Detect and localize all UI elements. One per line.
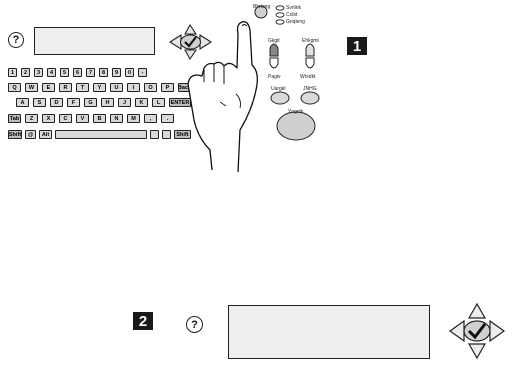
lcd-display bbox=[34, 27, 155, 55]
key[interactable]: S bbox=[33, 98, 46, 107]
key[interactable]: 9 bbox=[112, 68, 121, 77]
key[interactable]: 6 bbox=[73, 68, 82, 77]
key[interactable]: B bbox=[93, 114, 106, 123]
right-rocker-top-label: Ehkgml bbox=[302, 38, 319, 44]
right-rocker-bottom-label: Wrsdkt bbox=[300, 74, 315, 80]
key[interactable]: U bbox=[110, 83, 123, 92]
key[interactable]: M bbox=[127, 114, 140, 123]
key[interactable]: Z bbox=[25, 114, 38, 123]
key-shift-left[interactable]: Shift bbox=[8, 130, 22, 139]
speed-option-2-label: Colst bbox=[286, 12, 297, 18]
question-mark-icon: ? bbox=[13, 34, 20, 46]
big-oval-button[interactable] bbox=[277, 112, 315, 140]
key[interactable]: D bbox=[50, 98, 63, 107]
key[interactable]: J bbox=[118, 98, 131, 107]
key[interactable]: 4 bbox=[47, 68, 56, 77]
big-button-label: Yngvtk bbox=[288, 109, 303, 115]
lcd-display-step2 bbox=[228, 305, 430, 359]
key[interactable]: @ bbox=[25, 130, 36, 139]
speed-option-1-label: Svrlink bbox=[286, 5, 301, 11]
key[interactable]: 5 bbox=[60, 68, 69, 77]
nav-down-arrow-icon[interactable] bbox=[469, 344, 485, 358]
key[interactable]: G bbox=[84, 98, 97, 107]
key[interactable]: Q bbox=[8, 83, 21, 92]
key[interactable]: , bbox=[144, 114, 157, 123]
step-badge-1: 1 bbox=[347, 37, 367, 55]
key[interactable]: R bbox=[59, 83, 72, 92]
key[interactable] bbox=[150, 130, 159, 139]
key[interactable]: A bbox=[16, 98, 29, 107]
key[interactable]: 7 bbox=[86, 68, 95, 77]
step-badge-2: 2 bbox=[133, 312, 153, 330]
key[interactable]: L bbox=[152, 98, 165, 107]
function-button-b-label: JNHG bbox=[303, 86, 317, 92]
rocker-right-down[interactable] bbox=[306, 58, 314, 68]
key[interactable]: 8 bbox=[99, 68, 108, 77]
key[interactable]: P bbox=[161, 83, 174, 92]
question-mark-icon: ? bbox=[191, 319, 198, 331]
key[interactable]: . bbox=[161, 114, 174, 123]
function-button-b[interactable] bbox=[301, 92, 319, 104]
key[interactable]: E bbox=[42, 83, 55, 92]
key[interactable]: - bbox=[138, 68, 147, 77]
key[interactable]: 3 bbox=[34, 68, 43, 77]
rocker-right-up[interactable] bbox=[306, 44, 314, 56]
speed-option-3-label: Griqleng bbox=[286, 19, 305, 25]
help-button[interactable]: ? bbox=[8, 32, 24, 48]
key[interactable]: K bbox=[135, 98, 148, 107]
nav-ok-button[interactable] bbox=[464, 321, 490, 341]
key[interactable]: 2 bbox=[21, 68, 30, 77]
nav-right-arrow-icon[interactable] bbox=[490, 321, 504, 341]
key[interactable]: H bbox=[101, 98, 114, 107]
nav-left-arrow-icon[interactable] bbox=[450, 321, 464, 341]
key[interactable]: N bbox=[110, 114, 123, 123]
key[interactable]: Y bbox=[93, 83, 106, 92]
key[interactable]: V bbox=[76, 114, 89, 123]
key-tab[interactable]: Tab bbox=[8, 114, 21, 123]
nav-up-arrow-icon[interactable] bbox=[469, 304, 485, 318]
key-alt[interactable]: Alt bbox=[39, 130, 52, 139]
key[interactable]: W bbox=[25, 83, 38, 92]
navigation-pad-step2[interactable] bbox=[448, 301, 506, 361]
key-spacebar[interactable] bbox=[55, 130, 147, 139]
key[interactable]: O bbox=[144, 83, 157, 92]
help-button-step2[interactable]: ? bbox=[186, 316, 203, 333]
key[interactable]: C bbox=[59, 114, 72, 123]
key[interactable] bbox=[162, 130, 171, 139]
key[interactable]: I bbox=[127, 83, 140, 92]
key[interactable]: 0 bbox=[125, 68, 134, 77]
key[interactable]: T bbox=[76, 83, 89, 92]
key[interactable]: F bbox=[67, 98, 80, 107]
key[interactable]: X bbox=[42, 114, 55, 123]
key[interactable]: 1 bbox=[8, 68, 17, 77]
hand-pointing-illustration bbox=[180, 10, 280, 175]
